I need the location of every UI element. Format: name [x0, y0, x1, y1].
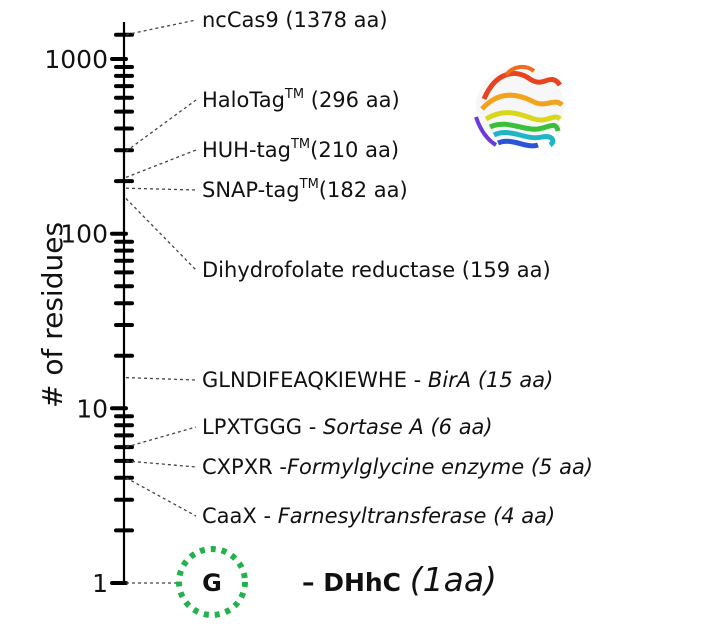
leader-line: [125, 149, 197, 179]
tick-label: 10: [76, 394, 108, 423]
tick-label: 1: [92, 569, 108, 598]
y-axis-title: # of residues: [36, 222, 69, 408]
leader-line: [125, 477, 197, 517]
entry-label: SNAP-tagTM(182 aa): [202, 177, 408, 202]
entry-label: LPXTGGG - Sortase A (6 aa): [202, 415, 493, 439]
glycine-letter: G: [202, 569, 222, 597]
protein-structure-icon: [474, 64, 564, 149]
leader-line: [125, 99, 197, 152]
leader-line: [125, 376, 197, 381]
entry-label: HUH-tagTM(210 aa): [202, 137, 399, 162]
glycine-ring: [176, 546, 248, 618]
tick-label: 1000: [44, 45, 108, 74]
leader-line: [125, 460, 197, 468]
entry-label: Dihydrofolate reductase (159 aa): [202, 258, 551, 282]
entry-label: CXPXR -Formylglycine enzyme (5 aa): [202, 455, 593, 479]
leader-line: [125, 187, 197, 191]
tick-marks: [110, 32, 134, 585]
leader-line: [125, 19, 197, 36]
entry-label: HaloTagTM (296 aa): [202, 87, 400, 112]
entry-label: CaaX - Farnesyltransferase (4 aa): [202, 504, 555, 528]
tick-label: 100: [60, 220, 108, 249]
entry-label: ncCas9 (1378 aa): [202, 8, 388, 32]
entry-label: GLNDIFEAQKIEWHE - BirA (15 aa): [202, 368, 553, 392]
leader-line: [125, 198, 197, 271]
entry-labels: ncCas9 (1378 aa) HaloTagTM (296 aa) HUH-ta…: [202, 8, 593, 528]
tick-labels: 1 10 100 1000: [44, 45, 108, 598]
leader-line: [125, 426, 197, 448]
leader-lines: [125, 19, 197, 584]
dhhc-label: – DHhC (1aa): [302, 560, 497, 599]
